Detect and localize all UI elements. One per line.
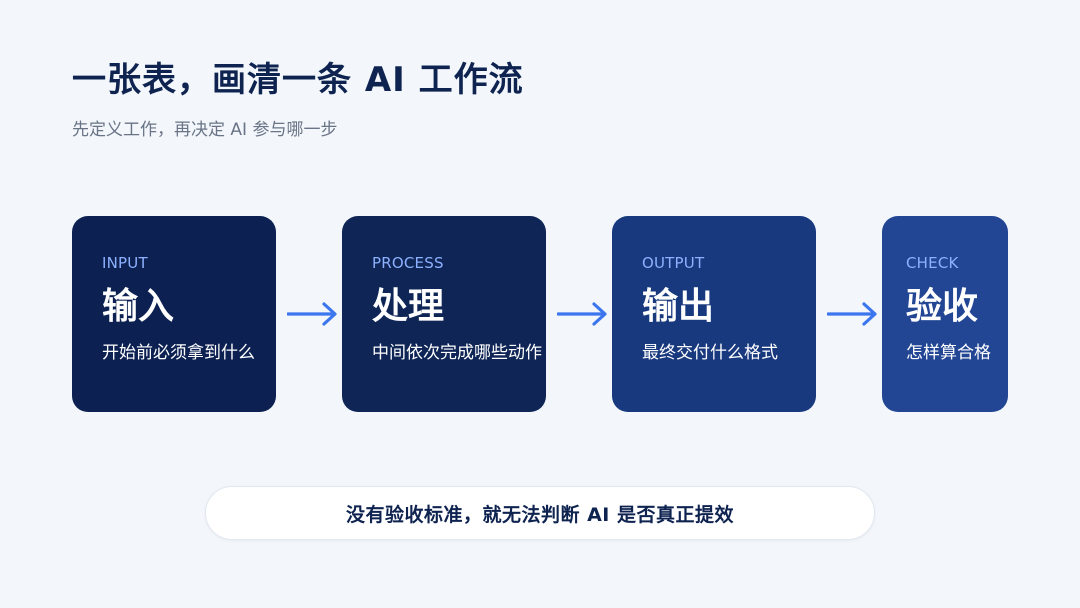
step-title: 输入 [102,286,175,327]
arrow-right-icon [287,302,337,326]
step-eyebrow: INPUT [102,254,148,272]
step-description: 怎样算合格 [906,343,991,363]
arrow-right-icon [827,302,877,326]
step-card-input: INPUT 输入 开始前必须拿到什么 [72,216,276,412]
step-description: 中间依次完成哪些动作 [372,343,542,363]
step-eyebrow: CHECK [906,254,959,272]
page-subtitle: 先定义工作，再决定 AI 参与哪一步 [72,120,338,140]
step-description: 开始前必须拿到什么 [102,343,255,363]
page-title: 一张表，画清一条 AI 工作流 [72,60,524,100]
arrow-right-icon [557,302,607,326]
step-title: 输出 [642,286,715,327]
callout-banner: 没有验收标准，就无法判断 AI 是否真正提效 [205,486,875,540]
step-title: 处理 [372,286,445,327]
step-title: 验收 [906,286,979,327]
step-eyebrow: OUTPUT [642,254,705,272]
step-description: 最终交付什么格式 [642,343,778,363]
step-card-output: OUTPUT 输出 最终交付什么格式 [612,216,816,412]
step-card-check: CHECK 验收 怎样算合格 [882,216,1008,412]
step-eyebrow: PROCESS [372,254,444,272]
callout-text: 没有验收标准，就无法判断 AI 是否真正提效 [345,503,734,526]
step-card-process: PROCESS 处理 中间依次完成哪些动作 [342,216,546,412]
